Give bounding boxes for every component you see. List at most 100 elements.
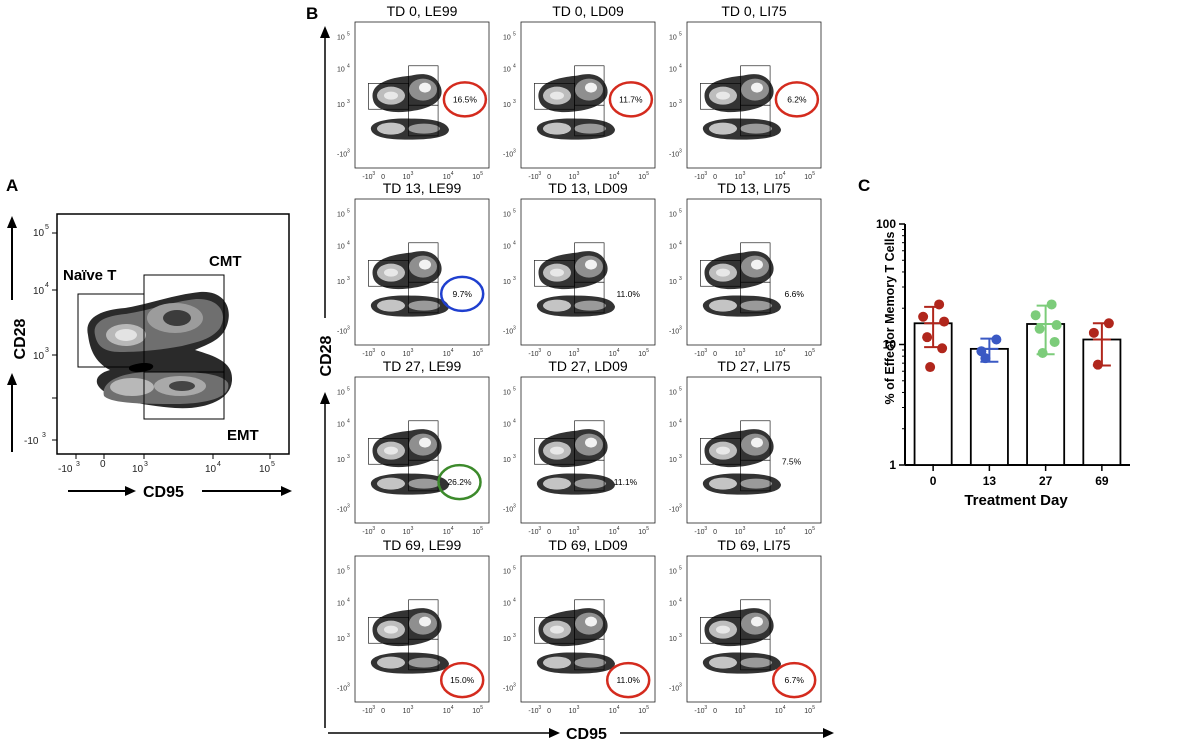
panel-a-ylabel: CD28 bbox=[12, 318, 29, 359]
flow-plot-ytick: 10 bbox=[337, 212, 345, 219]
flow-plot-xtick-exp: 3 bbox=[372, 705, 375, 711]
chart-data-point bbox=[1092, 359, 1103, 370]
flow-plot-xtick: 10 bbox=[735, 351, 743, 358]
flow-plot-ytick: -10 bbox=[669, 151, 679, 158]
flow-plot-ytick-exp: 3 bbox=[679, 99, 682, 105]
chart-data-point bbox=[925, 362, 936, 373]
flow-density-contour bbox=[716, 268, 730, 277]
flow-plot-xtick: -10 bbox=[362, 529, 372, 536]
panel-a-ytick: -10 bbox=[24, 436, 39, 447]
flow-density-contour bbox=[740, 300, 772, 311]
flow-plot-xtick-exp: 3 bbox=[743, 348, 746, 354]
panel-b-xlabel: CD95 bbox=[566, 726, 607, 743]
flow-plot-ytick-exp: 4 bbox=[347, 64, 350, 70]
flow-density-contour bbox=[408, 123, 440, 134]
flow-emt-percent: 11.0% bbox=[616, 289, 640, 299]
flow-plot-title: TD 0, LI75 bbox=[721, 3, 787, 19]
flow-plot-xtick-exp: 4 bbox=[617, 705, 620, 711]
flow-plot-xtick: -10 bbox=[528, 174, 538, 181]
flow-plot-xtick-exp: 3 bbox=[577, 171, 580, 177]
flow-density-contour bbox=[585, 82, 597, 93]
flow-plot-xtick: -10 bbox=[528, 351, 538, 358]
flow-gate-emt bbox=[574, 638, 605, 671]
flow-plot-xtick: 0 bbox=[381, 529, 385, 536]
panel-a-xtick: 10 bbox=[205, 464, 217, 475]
flow-plot-ytick: -10 bbox=[503, 685, 513, 692]
chart-x-tick-label: 69 bbox=[1095, 474, 1109, 488]
flow-plot-xtick-exp: 3 bbox=[743, 705, 746, 711]
flow-plot-title: TD 69, LE99 bbox=[383, 537, 462, 553]
flow-plot-xtick: 0 bbox=[381, 174, 385, 181]
flow-plot-ytick: 10 bbox=[337, 390, 345, 397]
flow-plot-ytick: 10 bbox=[503, 601, 511, 608]
flow-plot-ytick-exp: 4 bbox=[347, 241, 350, 247]
panel-a-xtick-exp: 3 bbox=[76, 461, 80, 468]
flow-plot-xtick: 10 bbox=[443, 351, 451, 358]
gate-label-emt: EMT bbox=[227, 427, 259, 444]
flow-plot-ytick-exp: 3 bbox=[513, 633, 516, 639]
flow-emt-percent: 16.5% bbox=[453, 94, 478, 104]
panel-a-xtick: 10 bbox=[259, 464, 271, 475]
flow-plot-xtick-exp: 3 bbox=[704, 526, 707, 532]
flow-density-contour bbox=[709, 656, 737, 669]
panel-a-y-ticks bbox=[52, 232, 57, 441]
flow-plot-ytick: 10 bbox=[337, 279, 345, 286]
panel-a-ytick-exp: 4 bbox=[45, 282, 49, 289]
flow-plot-xtick: 10 bbox=[609, 174, 617, 181]
chart-data-point bbox=[918, 311, 929, 322]
flow-emt-percent: 11.0% bbox=[616, 675, 640, 685]
flow-plot-xtick: -10 bbox=[694, 529, 704, 536]
chart-data-point bbox=[1030, 310, 1041, 321]
flow-plot-xtick: 10 bbox=[775, 351, 783, 358]
chart-data-point bbox=[1049, 336, 1060, 347]
flow-plot-title: TD 13, LI75 bbox=[717, 180, 790, 196]
flow-plot-ytick: 10 bbox=[337, 569, 345, 576]
flow-plot-ytick: 10 bbox=[669, 636, 677, 643]
flow-plot-ytick: 10 bbox=[337, 102, 345, 109]
flow-plot-ytick-exp: 5 bbox=[679, 387, 682, 393]
flow-density-contour bbox=[585, 616, 597, 627]
chart-data-point bbox=[1051, 320, 1062, 331]
flow-plot-xtick: 0 bbox=[713, 351, 717, 358]
flow-plot-title: TD 0, LE99 bbox=[387, 3, 458, 19]
flow-plot-ytick-exp: 5 bbox=[679, 32, 682, 38]
flow-plot-ytick: 10 bbox=[337, 636, 345, 643]
flow-density-contour bbox=[419, 437, 431, 448]
panel-a-xtick: -10 bbox=[58, 464, 73, 475]
flow-density-contour bbox=[419, 82, 431, 93]
flow-density-contour bbox=[419, 259, 431, 270]
chart-data-point bbox=[1046, 299, 1057, 310]
flow-density-contour bbox=[377, 122, 405, 135]
flow-plot-xtick: 0 bbox=[547, 529, 551, 536]
flow-plot-ytick: 10 bbox=[503, 212, 511, 219]
flow-plot-ytick-exp: 4 bbox=[679, 64, 682, 70]
flow-plot-ytick-exp: 3 bbox=[679, 148, 682, 154]
flow-plot-ytick: 10 bbox=[669, 35, 677, 42]
panel-b-ylabel: CD28 bbox=[318, 335, 335, 376]
flow-plot-xtick: 10 bbox=[569, 529, 577, 536]
flow-plot-xtick: 0 bbox=[381, 351, 385, 358]
flow-density-contour bbox=[543, 656, 571, 669]
flow-plot-ytick: 10 bbox=[503, 457, 511, 464]
flow-plot-xtick-exp: 3 bbox=[704, 171, 707, 177]
flow-plot-ytick: -10 bbox=[337, 685, 347, 692]
flow-highlight-circle bbox=[605, 661, 651, 699]
flow-plot-ytick-exp: 3 bbox=[679, 633, 682, 639]
chart-x-tick-label: 27 bbox=[1039, 474, 1053, 488]
flow-density-contour bbox=[574, 478, 606, 489]
flow-plot-ytick-exp: 3 bbox=[347, 99, 350, 105]
flow-plot-xtick-exp: 4 bbox=[783, 348, 786, 354]
flow-density-contour bbox=[384, 446, 398, 455]
flow-plot-xtick: 10 bbox=[443, 174, 451, 181]
flow-plot-xtick: 10 bbox=[472, 351, 480, 358]
flow-density-contour bbox=[751, 616, 763, 627]
flow-plot-title: TD 69, LD09 bbox=[548, 537, 628, 553]
flow-plot-ytick-exp: 4 bbox=[679, 598, 682, 604]
panel-a: A CD28 10 5 10 4 10 3 -10 3 bbox=[6, 176, 292, 501]
flow-plot-xtick: -10 bbox=[362, 708, 372, 715]
